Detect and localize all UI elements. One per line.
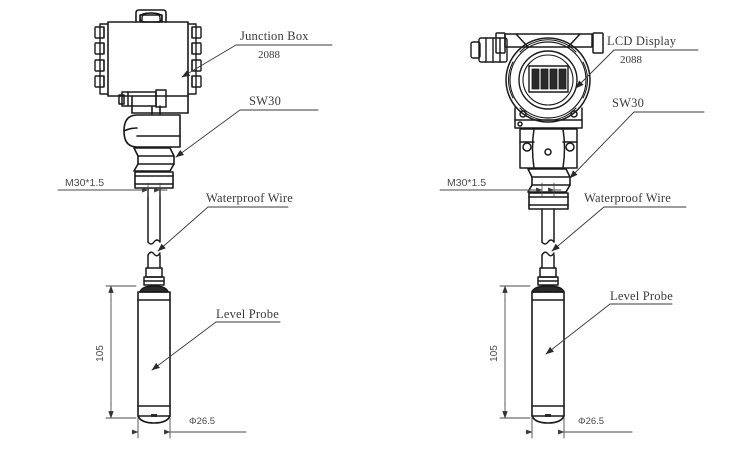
dimension-diameter-left-label: Φ26.5 <box>189 416 216 427</box>
thread-collar-right <box>528 192 569 210</box>
dimension-length-right-label: 105 <box>488 345 500 362</box>
swivel-joint <box>123 114 181 148</box>
swivel-adapter-right <box>519 128 578 169</box>
callout-lcd-display-sub: 2088 <box>620 54 642 66</box>
dimension-diameter-right <box>525 417 633 439</box>
callout-waterproof-left-label: Waterproof Wire <box>206 191 293 205</box>
dimension-length-left <box>105 285 137 419</box>
callout-waterproof-right-label: Waterproof Wire <box>584 191 671 205</box>
callout-junction-box-sub: 2088 <box>258 49 280 61</box>
thread-collar <box>134 171 174 189</box>
leader-lcd-display <box>575 49 699 89</box>
junction-box-housing <box>107 9 189 97</box>
dimension-diameter-left <box>131 417 247 439</box>
dimension-thread-left <box>57 182 168 197</box>
left-view-assembly <box>57 9 333 439</box>
housing-right-fins <box>187 23 202 95</box>
leader-sw30-left <box>175 109 319 158</box>
callout-level-probe-left-label: Level Probe <box>216 307 279 321</box>
right-view-assembly <box>439 32 705 439</box>
cable-gland <box>143 267 165 286</box>
waterproof-cable-right <box>541 208 555 269</box>
dimension-thread-right-label: M30*1.5 <box>447 177 487 189</box>
callout-sw30-right-label: SW30 <box>612 96 645 110</box>
leader-junction-box <box>181 44 333 78</box>
leader-waterproof-left <box>157 206 289 252</box>
hex-nut-sw30 <box>133 147 175 172</box>
callout-lcd-display-label: LCD Display <box>607 34 677 48</box>
leader-level-probe-left <box>151 321 281 371</box>
housing-bottom-bracket <box>514 107 583 129</box>
callout-junction-box-label: Junction Box <box>240 29 309 43</box>
callout-sw30-left-label: SW30 <box>249 94 282 108</box>
level-probe-body-right <box>531 285 565 424</box>
waterproof-cable <box>147 187 161 269</box>
dimension-thread-left-label: M30*1.5 <box>65 177 105 189</box>
conduit-entry-block <box>118 89 167 108</box>
cable-gland-right <box>537 267 559 286</box>
leader-level-probe-right <box>545 303 673 355</box>
dimension-length-right <box>499 285 531 419</box>
lcd-display-window <box>528 65 569 93</box>
callout-level-probe-right-label: Level Probe <box>610 289 673 303</box>
level-probe-body <box>137 285 171 424</box>
housing-left-fins <box>94 23 109 95</box>
leader-waterproof-right <box>551 206 687 252</box>
dimension-thread-right <box>439 182 562 197</box>
conduit-gland-right-view <box>470 37 508 63</box>
dimension-diameter-right-label: Φ26.5 <box>578 416 605 427</box>
dimension-length-left-label: 105 <box>94 345 106 362</box>
housing-lower-skirt <box>131 95 189 115</box>
hex-nut-sw30-right <box>527 168 571 193</box>
leader-sw30-right <box>569 111 705 179</box>
